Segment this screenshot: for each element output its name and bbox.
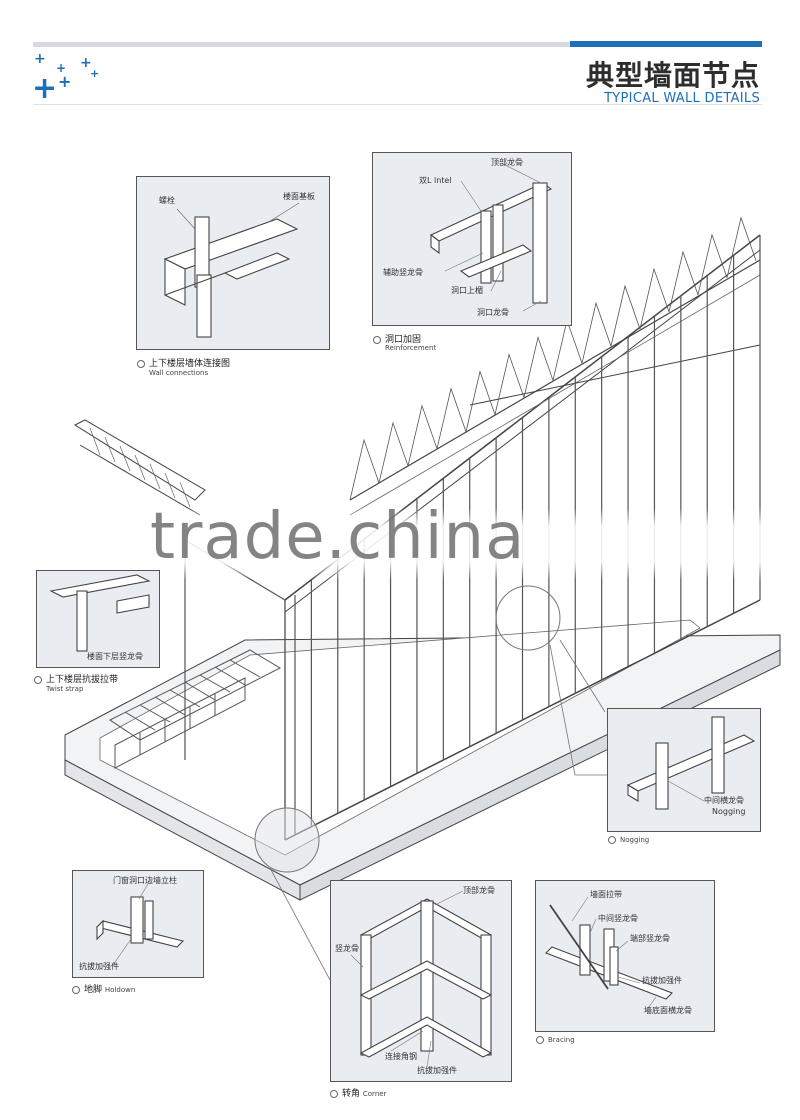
label-corner-stud: 竖龙骨 xyxy=(335,944,359,953)
label-middle-nogging: 中间横龙骨 xyxy=(704,796,744,805)
label-corner-top-track: 顶部龙骨 xyxy=(463,886,495,895)
caption-holdown: 地脚 Holdown xyxy=(72,982,135,995)
truss-web xyxy=(494,353,525,415)
label-wall-strap: 墙面拉带 xyxy=(590,890,622,899)
label-floor-board: 楼面基板 xyxy=(283,192,315,201)
bullet-icon xyxy=(72,985,80,994)
label-opening-jamb-stud: 门窗洞口边墙立柱 xyxy=(113,876,177,885)
page-subtitle: TYPICAL WALL DETAILS xyxy=(604,91,760,106)
bullet-icon xyxy=(137,359,145,368)
label-bracing-holdown: 抗拔加强件 xyxy=(642,976,682,985)
caption-bracing: Bracing xyxy=(536,1036,575,1044)
label-double-l-lintel: 双L lntel xyxy=(419,176,452,185)
label-opening-stud: 洞口龙骨 xyxy=(477,308,509,317)
bullet-icon xyxy=(608,836,616,844)
caption-wall-connections: 上下楼层墙体连接图 xyxy=(137,356,230,369)
holdown-drawing xyxy=(95,878,185,966)
truss-web xyxy=(581,301,612,364)
truss-web xyxy=(523,335,554,398)
label-bolt: 螺栓 xyxy=(159,196,175,205)
bullet-icon xyxy=(34,675,42,684)
caption-en-twist-strap: Twist strap xyxy=(46,685,84,693)
detail-reinforcement: 顶部龙骨 双L lntel 辅助竖龙骨 洞口上楣 洞口龙骨 xyxy=(372,152,572,326)
caption-twist-strap: 上下楼层抗拔拉带 xyxy=(34,672,118,685)
label-opening-header: 洞口上楣 xyxy=(451,286,483,295)
header-accent-bar xyxy=(570,41,762,47)
caption-en-reinforcement: Reinforcement xyxy=(385,344,437,352)
header-bar xyxy=(33,42,762,47)
detail-holdown: 门窗洞口边墙立柱 抗拔加强件 xyxy=(72,870,204,978)
label-top-track: 顶部龙骨 xyxy=(491,158,523,167)
truss-web xyxy=(668,250,699,312)
truss-web xyxy=(378,421,409,483)
label-end-stud: 端部竖龙骨 xyxy=(630,934,670,943)
truss-web xyxy=(726,216,757,278)
detail-bracing: 墙面拉带 中间竖龙骨 端部竖龙骨 抗拔加强件 墙底面横龙骨 xyxy=(535,880,715,1032)
wall-connection-drawing xyxy=(163,202,300,338)
label-bottom-track: 墙底面横龙骨 xyxy=(644,1006,692,1015)
truss-web xyxy=(610,284,641,347)
truss-web xyxy=(639,267,670,330)
bullet-icon xyxy=(330,1089,338,1098)
detail-twist-strap: 楼面下层竖龙骨 xyxy=(36,570,160,668)
detail-wall-connections: 螺栓 楼面基板 xyxy=(136,176,330,350)
nogging-drawing xyxy=(626,716,756,810)
label-nogging-en: Nogging xyxy=(712,807,746,816)
watermark-band xyxy=(0,508,800,580)
truss-web xyxy=(349,438,380,501)
caption-en-wall-connections: Wall connections xyxy=(149,369,209,377)
bullet-icon xyxy=(536,1036,544,1044)
label-angle-connector: 连接角钢 xyxy=(385,1052,417,1061)
truss-web xyxy=(552,318,583,381)
label-middle-stud: 中间竖龙骨 xyxy=(598,914,638,923)
corner-drawing xyxy=(350,890,493,1068)
detail-nogging: 中间横龙骨 Nogging xyxy=(607,708,761,832)
bracing-drawing xyxy=(545,896,673,1012)
caption-reinforcement: 洞口加固 xyxy=(373,332,421,345)
label-auxiliary-stud: 辅助竖龙骨 xyxy=(383,268,423,277)
detail-corner: 顶部龙骨 竖龙骨 连接角钢 抗拔加强件 xyxy=(330,880,512,1082)
label-corner-holdown: 抗拔加强件 xyxy=(417,1066,457,1075)
header-divider xyxy=(33,104,762,105)
truss-web xyxy=(697,233,728,295)
caption-nogging: Nogging xyxy=(608,836,649,844)
label-lower-stud: 楼面下层竖龙骨 xyxy=(87,652,143,661)
truss-web xyxy=(407,404,438,466)
caption-corner: 转角 Corner xyxy=(330,1086,386,1099)
truss-web xyxy=(436,387,467,449)
label-holdown-bracket: 抗拔加强件 xyxy=(79,962,119,971)
bullet-icon xyxy=(373,335,381,344)
watermark: trade.china xyxy=(150,500,526,574)
page-title: 典型墙面节点 xyxy=(585,59,760,92)
reinforcement-drawing xyxy=(429,162,553,312)
truss-web xyxy=(465,370,496,432)
twist-strap-drawing xyxy=(49,574,151,652)
